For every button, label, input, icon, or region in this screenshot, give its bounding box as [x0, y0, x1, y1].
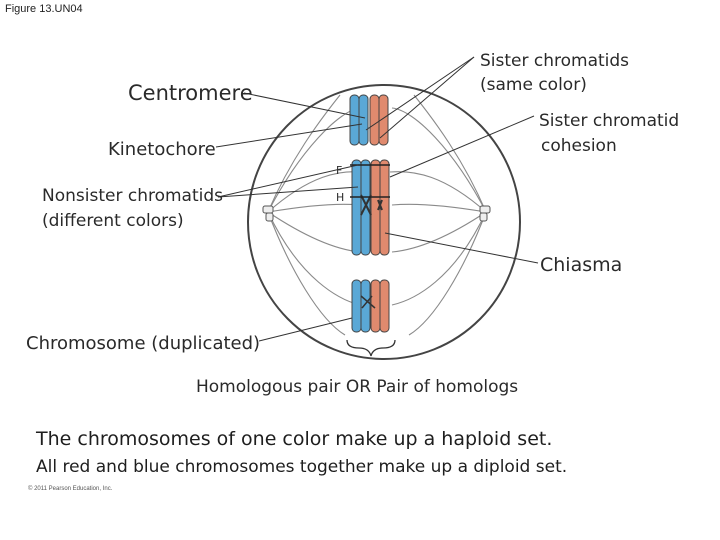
- caption-line-2: All red and blue chromosomes together ma…: [36, 457, 567, 477]
- chromosome-pair-bottom: [351, 279, 390, 333]
- sister-chromatid-cohesion-sublabel: cohesion: [541, 136, 617, 156]
- caption-line-1: The chromosomes of one color make up a h…: [35, 428, 552, 450]
- chromosome-duplicated-label: Chromosome (duplicated): [26, 333, 260, 354]
- nonsister-chromatids-sublabel: (different colors): [42, 211, 184, 231]
- kinetochore-label: Kinetochore: [108, 139, 216, 160]
- sister-chromatid-cohesion-label: Sister chromatid: [539, 111, 679, 131]
- leader-lines: [215, 56, 539, 342]
- homologous-pair-label: Homologous pair OR Pair of homologs: [196, 377, 518, 397]
- figure-title: Figure 13.UN04: [5, 3, 83, 15]
- sister-chromatids-label: Sister chromatids: [480, 51, 629, 71]
- homologous-pair-brace: [346, 339, 396, 357]
- gene-f-label: F: [336, 164, 342, 177]
- chiasma-label: Chiasma: [540, 254, 622, 276]
- right-centrosome: [479, 205, 491, 222]
- nonsister-chromatids-label: Nonsister chromatids: [42, 186, 223, 206]
- copyright-notice: © 2011 Pearson Education, Inc.: [28, 486, 113, 492]
- chromosome-pair-top: [349, 94, 389, 146]
- sister-chromatids-sublabel: (same color): [480, 75, 587, 95]
- gene-h-label: H: [336, 191, 344, 204]
- left-centrosome: [262, 205, 274, 222]
- chromosome-pair-middle: [351, 159, 390, 256]
- cell-membrane: [247, 84, 521, 360]
- centromere-label: Centromere: [128, 81, 253, 105]
